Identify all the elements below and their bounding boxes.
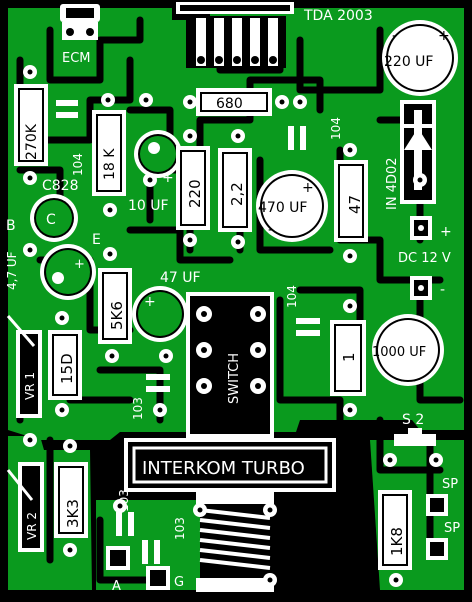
dc-label: DC 12 V [398,251,451,266]
ic-title: TDA 2003 [303,8,373,24]
cap-470-plus: + [302,180,314,196]
speaker-connector [426,494,448,560]
title-box [124,438,336,492]
resistor-18k [92,110,126,196]
vr2-label: VR 2 [25,512,39,540]
trimpot-vr2 [6,462,44,552]
cap-220-plus: + [438,28,450,44]
ecm-microphone [60,4,100,40]
coil [196,490,274,592]
solder-pad-holes [27,69,439,583]
resistor-1 [330,320,366,396]
resistor-47 [334,160,368,242]
cap-104-left-label: 104 [71,153,85,176]
cap-47uf-plus: + [144,294,156,310]
capacitor-103-left [146,374,170,392]
resistor-3k3-label: 3K3 [64,499,82,528]
dc-connector [410,216,432,300]
dc-plus: + [440,224,452,240]
resistor-220-label: 220 [186,179,204,208]
cap-10uf-label: 10 UF [128,198,169,214]
resistor-18k-label: 18 K [102,148,118,180]
cap-1000-label: 1000 UF [372,345,426,360]
dc-minus: - [440,282,445,298]
resistor-270k-label: 270K [24,123,40,160]
resistor-150 [48,330,82,400]
resistor-2-2-label: 2,2 [228,182,246,206]
ecm-label: ECM [62,51,91,66]
capacitor-47uf [132,286,188,342]
ag-pads [106,546,170,590]
trimpot-vr1 [6,315,42,418]
g-label: G [174,575,184,590]
sp2-label: SP [444,521,460,536]
transistor-c828 [30,194,78,242]
capacitor-4-7uf [40,244,96,300]
resistor-270k [14,84,48,166]
cap-103-c-label: 103 [173,517,187,540]
board-title: INTERKOM TURBO [142,458,305,479]
tda2003-ic [186,16,286,68]
cap-470-minus: - [268,222,273,238]
resistor-3k3 [54,462,88,538]
resistor-680-label: 680 [216,96,243,112]
s2-label: S 2 [402,412,424,428]
switch-block [186,292,274,438]
capacitor-470uf [256,170,328,242]
sp1-label: SP [442,477,458,492]
capacitor-103-bottom [116,512,160,564]
cap-103-left-label: 103 [131,397,145,420]
transistor-label: C828 [42,178,79,194]
capacitor-104-left [56,100,78,118]
capacitor-104-right [296,318,320,336]
capacitor-220uf [382,20,458,96]
diode-1n4002 [400,100,436,204]
a-label: A [112,579,121,594]
cap-4-7-plus: + [74,257,85,272]
cap-220-label: 220 UF [384,54,433,70]
resistor-2-2 [218,148,252,232]
switch-s2 [394,428,436,446]
capacitor-1000uf [372,314,444,386]
cap-10uf-plus: + [162,170,174,186]
resistor-680 [196,88,272,116]
resistor-5k6-label: 5K6 [108,301,126,330]
cap-104-mid-label: 104 [329,117,343,140]
transistor-c-pin: C [46,212,56,228]
switch-label: SWITCH [227,353,242,404]
resistor-1-label: 1 [340,352,358,362]
solder-pads [23,65,443,587]
cap-104-right-label: 104 [285,285,299,308]
vr1-label: VR 1 [23,372,37,400]
cap-47uf-label: 47 UF [160,270,201,286]
resistor-5k6 [98,268,132,344]
cap-4-7-label: 4,7 UF [5,251,19,290]
resistor-220 [176,146,210,230]
capacitor-104-middle [288,126,306,150]
cap-220-minus: - [392,28,397,44]
transistor-b-pin: B [6,218,16,234]
capacitor-10uf [134,130,182,178]
resistor-1k8 [378,490,412,570]
cap-470-label: 470 UF [258,200,307,216]
transistor-e-pin: E [92,232,101,248]
diode-label: IN 4D02 [385,157,400,210]
resistor-47-label: 47 [346,195,364,214]
resistor-1k8-label: 1K8 [388,527,406,556]
resistor-150-label: 15D [58,353,76,384]
